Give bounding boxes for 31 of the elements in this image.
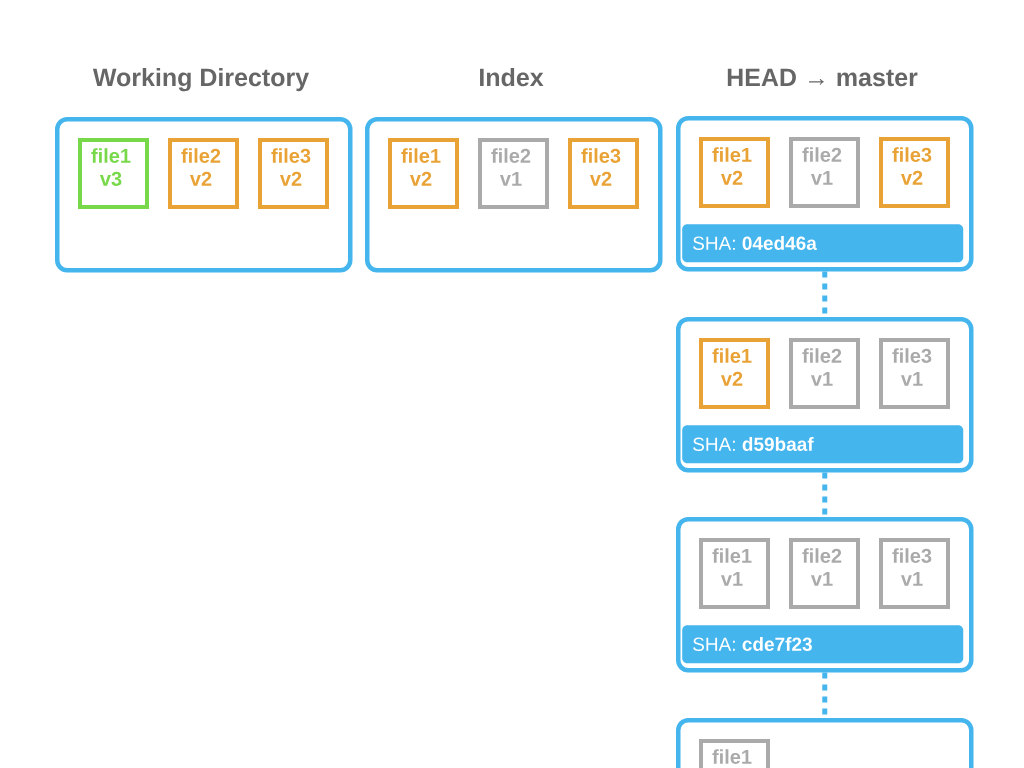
hash-bar: SHA: 04ed46a	[682, 224, 964, 263]
hash-bar: SHA: d59baaf	[682, 425, 964, 464]
panel-box	[676, 718, 974, 768]
node-label: SHA: 04ed46a	[693, 236, 817, 250]
file-box: file3 v2	[879, 137, 950, 208]
panel-box	[676, 517, 974, 673]
hash-bar: SHA: cde7f23	[682, 625, 964, 664]
file-box: file1 v2	[699, 137, 770, 208]
file-box: file1 v3	[78, 138, 149, 209]
file-box: file1	[699, 739, 770, 768]
dotted-connector	[822, 271, 828, 317]
panel-box	[676, 317, 974, 473]
file-box: file2 v1	[789, 338, 860, 409]
file-box: file1 v2	[388, 138, 459, 209]
file-box: file1 v1	[699, 538, 770, 609]
file-box: file3 v1	[879, 538, 950, 609]
dotted-connector	[822, 472, 828, 517]
dotted-connector	[822, 672, 828, 718]
file-box: file2 v1	[789, 538, 860, 609]
column-heading: Working Directory	[92, 67, 309, 92]
file-box: file3 v2	[258, 138, 329, 209]
file-box: file2 v2	[168, 138, 239, 209]
file-box: file2 v1	[789, 137, 860, 208]
file-box: file1 v2	[699, 338, 770, 409]
file-box: file3 v1	[879, 338, 950, 409]
column-heading: HEAD → master	[727, 68, 918, 87]
node-label: SHA: cde7f23	[693, 637, 812, 651]
file-box: file2 v1	[478, 138, 549, 209]
node-label: SHA: d59baaf	[693, 437, 814, 451]
file-box: file3 v2	[568, 138, 639, 209]
column-heading: Index	[480, 67, 544, 87]
